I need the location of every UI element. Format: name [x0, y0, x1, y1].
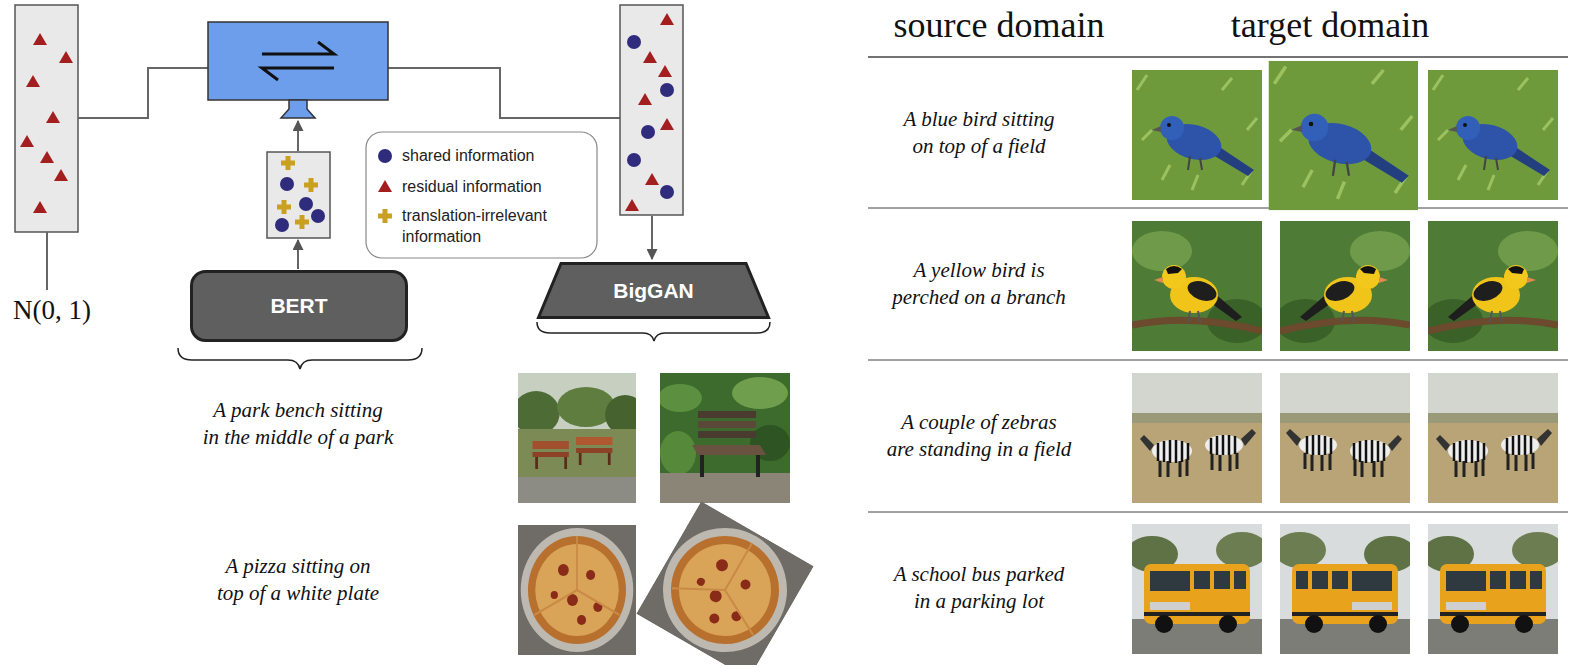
text-embedding-bar	[267, 152, 330, 238]
brace	[178, 348, 422, 369]
row-caption: A school bus parked in a parking lot	[863, 561, 1095, 616]
legend-sample-plus	[378, 209, 392, 223]
encoder-box: BERT	[190, 270, 408, 342]
box-label: BigGAN	[613, 279, 694, 303]
caption: A park bench sitting in the middle of a …	[165, 397, 431, 452]
legend-frame	[366, 132, 597, 258]
box-label: BERT	[270, 294, 327, 318]
arrow	[651, 216, 653, 259]
latent-noise-bar	[15, 5, 78, 290]
legend-label: translation-irrelevant information	[402, 206, 590, 248]
wire	[388, 68, 620, 118]
arrow	[297, 240, 299, 269]
arrow	[297, 121, 299, 151]
generated-photos	[513, 373, 814, 665]
rounded-box-shape	[192, 272, 407, 341]
wire	[78, 68, 208, 118]
row-caption: A blue bird sitting on top of a field	[863, 106, 1095, 161]
legend-label: residual information	[402, 177, 590, 198]
generator-box: BigGAN	[537, 262, 770, 319]
caption: A pizza sitting on top of a white plate	[165, 553, 431, 608]
brace	[537, 322, 770, 341]
legend-label: shared information	[402, 146, 590, 167]
translator-box	[208, 22, 388, 118]
trapezoid-shape	[539, 264, 769, 318]
column-header: target domain	[1175, 2, 1485, 49]
legend-sample-circle	[378, 149, 392, 163]
column-header: source domain	[868, 2, 1130, 49]
row-caption: A couple of zebras are standing in a fie…	[863, 409, 1095, 464]
distribution-label: N(0, 1)	[2, 293, 102, 328]
target-photos	[1126, 61, 1564, 654]
row-caption: A yellow bird is perched on a branch	[863, 257, 1095, 312]
gan-latent-bar	[620, 5, 683, 215]
legend-sample-triangle	[378, 180, 392, 192]
